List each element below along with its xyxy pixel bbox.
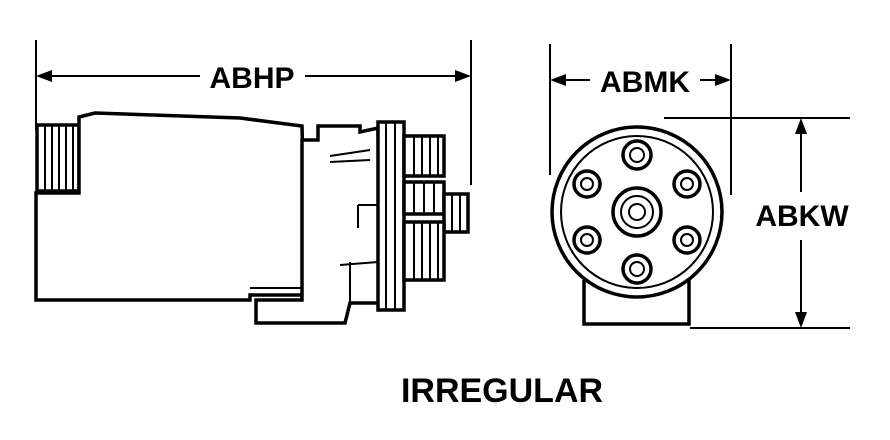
right-connectors <box>402 134 470 282</box>
dimension-label-height: ABKW <box>755 200 849 233</box>
dimension-label-face-width: ABMK <box>600 66 690 99</box>
end-view <box>549 44 850 329</box>
shape-label: IRREGULAR <box>401 372 603 410</box>
dimension-label-overall-length: ABHP <box>209 62 294 95</box>
contact-pins <box>572 139 702 285</box>
side-view <box>34 40 472 325</box>
left-connector <box>35 123 81 193</box>
